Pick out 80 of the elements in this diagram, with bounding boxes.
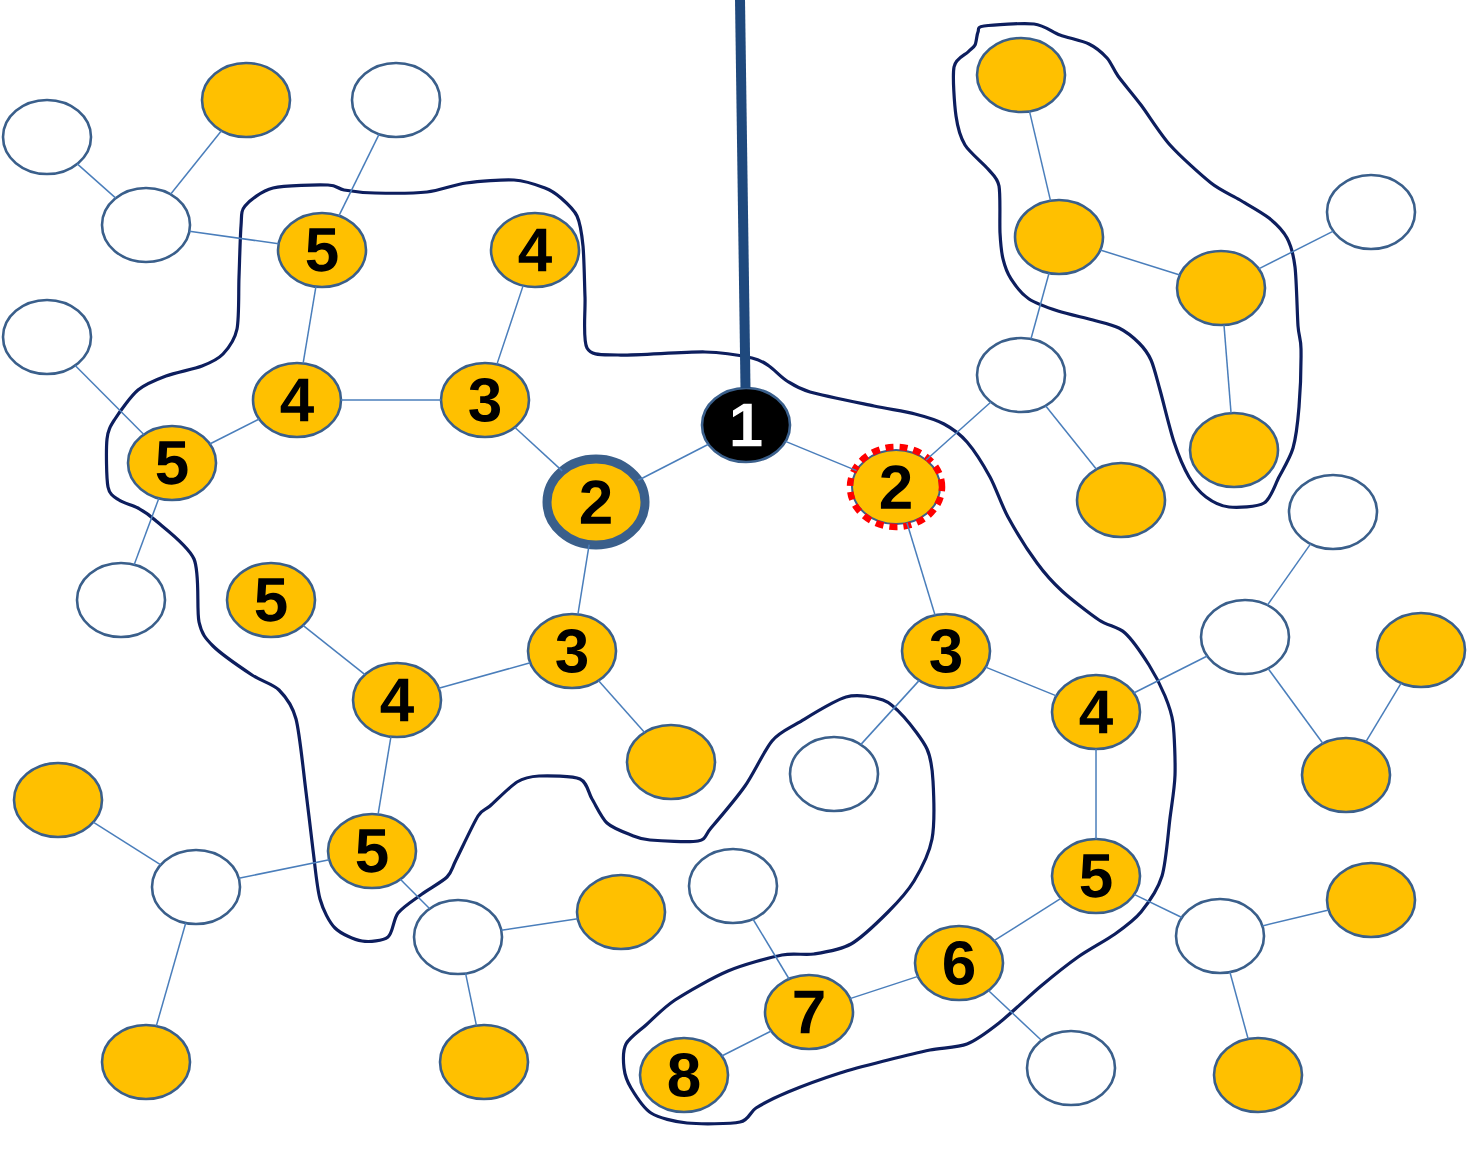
filled-ellipse [1175, 249, 1267, 327]
filled-ellipse [1325, 861, 1417, 939]
connector-line [133, 497, 160, 566]
empty-ellipse [75, 561, 167, 639]
filled-ellipse [1375, 611, 1467, 689]
connector-line [338, 133, 380, 217]
connector-line [399, 878, 431, 910]
empty-ellipse [1199, 598, 1291, 676]
connector-line [302, 285, 317, 365]
connector-line [92, 821, 162, 866]
connector-line [188, 230, 280, 245]
connector-line [377, 735, 392, 816]
empty-ellipse [687, 847, 779, 925]
connector-line [302, 624, 366, 676]
connector-line [849, 975, 919, 1000]
filled-ellipse [625, 723, 717, 801]
empty-ellipse [350, 61, 442, 139]
connector-line [1365, 682, 1402, 743]
filled-ellipse [12, 761, 104, 839]
connector-line [438, 661, 531, 690]
connector-line [752, 918, 790, 980]
filled-ellipse [1300, 736, 1392, 814]
connector-line [1030, 272, 1050, 340]
connector-line [155, 922, 187, 1027]
connector-line [721, 1030, 772, 1057]
empty-ellipse [150, 848, 242, 926]
connector-line [925, 401, 992, 461]
connector-line [169, 129, 223, 196]
filled-ellipse [975, 36, 1067, 114]
connector-line [1028, 110, 1052, 202]
connector-line [1229, 971, 1249, 1040]
connector-line [1267, 667, 1324, 745]
connector-line [340, 399, 442, 401]
thick-line [735, 0, 751, 389]
connector-line [209, 418, 260, 445]
connector-line [76, 163, 117, 199]
enclosure-outline [951, 22, 1303, 509]
connector-line [500, 917, 579, 932]
filled-ellipse [1212, 1036, 1304, 1114]
connector-line [906, 522, 936, 616]
filled-ellipse [438, 1023, 530, 1101]
filled-ellipse [100, 1023, 192, 1101]
enclosure-outline [104, 178, 1177, 1126]
connector-line [74, 364, 145, 436]
connector-line [513, 426, 563, 472]
connector-line [1257, 230, 1335, 270]
filled-ellipse [1075, 461, 1167, 539]
empty-ellipse [100, 186, 192, 264]
connector-line [637, 443, 710, 482]
empty-ellipse [1287, 473, 1379, 551]
connector-line [987, 989, 1043, 1042]
connector-line [993, 897, 1062, 942]
connector-line [238, 859, 330, 879]
empty-ellipse [1174, 897, 1266, 975]
empty-ellipse [788, 735, 880, 813]
empty-ellipse [1325, 173, 1417, 251]
connector-line [1133, 893, 1183, 919]
filled-ellipse [200, 61, 292, 139]
empty-ellipse [1025, 1029, 1117, 1107]
connector-line [1261, 909, 1330, 927]
filled-ellipse [575, 873, 667, 951]
connector-line [1223, 324, 1232, 414]
connector-line [597, 679, 646, 734]
empty-ellipse [1, 98, 93, 176]
connector-line [464, 972, 478, 1027]
connector-line [1044, 404, 1098, 471]
connector-line [577, 543, 590, 616]
filled-ellipse [1188, 411, 1280, 489]
connector-line [1133, 655, 1208, 694]
empty-ellipse [975, 336, 1067, 414]
connector-line [1099, 249, 1181, 276]
connector-line [1095, 748, 1097, 840]
empty-ellipse [1, 298, 93, 376]
empty-ellipse [412, 898, 504, 976]
connector-line [784, 440, 858, 472]
connector-line [1266, 543, 1312, 606]
connector-line [860, 679, 920, 746]
connector-line [984, 666, 1058, 697]
connector-line [496, 284, 524, 366]
filled-ellipse [1013, 198, 1105, 276]
